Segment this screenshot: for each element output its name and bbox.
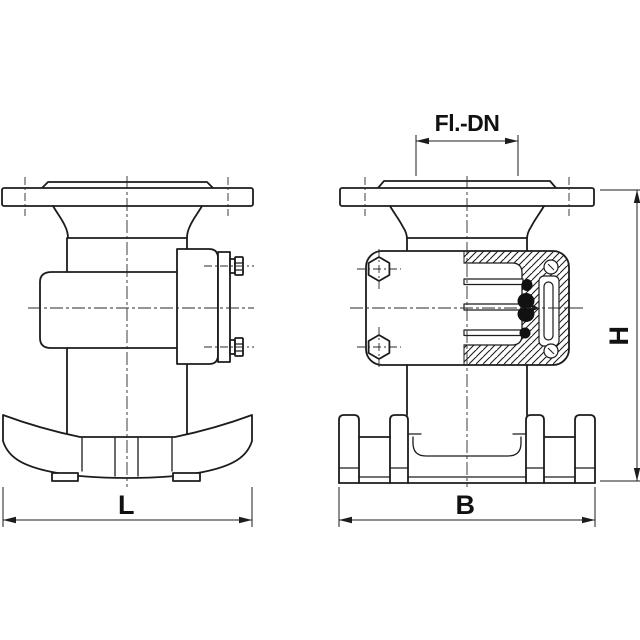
- foot-pad: [51, 472, 79, 482]
- dimension-h: H: [600, 189, 640, 482]
- height-label: H: [604, 327, 634, 346]
- dimension-l: L: [2, 487, 253, 527]
- arrowhead-bottom: [633, 468, 640, 481]
- arrowhead-right: [582, 516, 595, 524]
- flange-dn-label: Fl.-DN: [435, 110, 500, 136]
- dimension-fl-dn: Fl.-DN: [415, 110, 519, 176]
- foot-pad: [172, 472, 201, 482]
- arrowhead-left: [3, 516, 16, 524]
- extension-lines: [600, 189, 640, 482]
- clamp-screw-top: [543, 259, 559, 275]
- neck: [52, 205, 203, 239]
- glass-frame-plate: [217, 251, 231, 363]
- lower-column: [406, 364, 528, 416]
- saddle-contour-lines: [81, 437, 173, 477]
- arrowhead-left: [339, 516, 352, 524]
- length-label: L: [118, 490, 134, 520]
- upright-inner-right: [525, 414, 545, 484]
- bottom-flange-front: [338, 414, 596, 484]
- left-view: [1, 176, 254, 487]
- arrowhead-right: [239, 516, 252, 524]
- sight-glass-housing-tube: [39, 271, 178, 349]
- right-view: [338, 176, 596, 487]
- top-flange: [1, 187, 254, 207]
- width-label: B: [456, 490, 475, 520]
- arrowhead-left: [416, 137, 429, 145]
- upright-outer-left: [338, 414, 360, 484]
- upright-outer-right: [574, 414, 596, 484]
- gasket-seals: [517, 279, 539, 339]
- upright-inner-left: [389, 414, 409, 484]
- sight-glass: [543, 281, 554, 341]
- extension-lines: [415, 135, 519, 176]
- body-column: [66, 237, 188, 437]
- arrowhead-right: [505, 137, 518, 145]
- dimension-b: B: [338, 487, 596, 527]
- top-flange-raised-face: [41, 181, 214, 189]
- bottom-saddle-flange: [2, 414, 253, 479]
- arrowhead-top: [633, 190, 640, 203]
- hex-bolt-centerlines: [357, 249, 401, 367]
- clamp-screw-bottom: [543, 343, 559, 359]
